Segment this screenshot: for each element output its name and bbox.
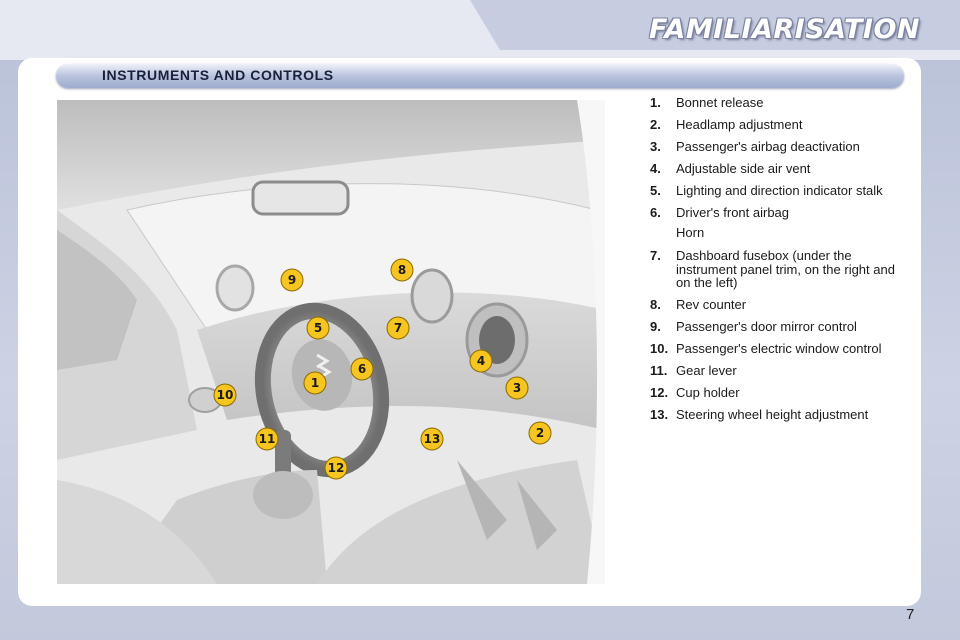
legend-item-number: 9. [650,319,661,334]
header-tab-shape [0,0,960,60]
callout-badge-6: 6 [350,357,374,381]
legend-item-text: Cup holder [676,385,740,400]
callout-badge-number: 12 [328,461,345,475]
legend-item-number: 2. [650,117,661,132]
callout-badge-1: 1 [303,371,327,395]
callout-badge-circle [528,421,552,445]
legend-list: 1. Bonnet release 2. Headlamp adjustment 3. P… [650,96,910,430]
legend-item-text: Passenger's airbag deactivation [676,139,860,154]
legend-item-text: Passenger's door mirror control [676,319,857,334]
callout-badge-5: 5 [306,316,330,340]
callout-badge-number: 13 [424,432,441,446]
legend-item: 3. Passenger's airbag deactivation [650,140,910,154]
legend-item: 5. Lighting and direction indicator stalk [650,184,910,198]
page-number: 7 [906,606,915,623]
callout-badge-11: 11 [255,427,279,451]
callout-badge-circle [469,349,493,373]
legend-item: 13. Steering wheel height adjustment [650,408,910,422]
callout-badge-number: 1 [311,376,319,390]
callout-badge-circle [505,376,529,400]
legend-item-number: 6. [650,205,661,220]
legend-item-number: 7. [650,248,661,263]
legend-item-text: Steering wheel height adjustment [676,407,869,422]
legend-item-text: Adjustable side air vent [676,161,811,176]
callout-badge-8: 8 [390,258,414,282]
callout-badge-number: 11 [259,432,276,446]
callout-badge-number: 4 [477,354,485,368]
legend-item: 2. Headlamp adjustment [650,118,910,132]
callout-badge-circle [213,383,237,407]
legend-item: 4. Adjustable side air vent [650,162,910,176]
legend-item-text: Gear lever [676,363,737,378]
callout-badge-circle [306,316,330,340]
callout-badge-7: 7 [386,316,410,340]
callout-badge-10: 10 [213,383,237,407]
legend-item-text: Driver's front airbag [676,205,790,220]
legend-item-text: Headlamp adjustment [676,117,803,132]
callout-badge-circle [420,427,444,451]
callout-badge-circle [280,268,304,292]
legend-item-text: Rev counter [676,297,747,312]
legend-item: 9. Passenger's door mirror control [650,320,910,334]
legend-item-number: 1. [650,95,661,110]
legend-item-text: Dashboard fusebox (under the instrument … [676,248,895,290]
legend-item: 11. Gear lever [650,364,910,378]
callout-badge-number: 2 [536,426,544,440]
callout-badge-number: 5 [314,321,322,335]
callout-badge-circle [303,371,327,395]
callout-badge-3: 3 [505,376,529,400]
legend-item-text: Passenger's electric window control [676,341,882,356]
callout-badge-13: 13 [420,427,444,451]
legend-item-subtext: Horn [676,225,705,240]
callout-badge-9: 9 [280,268,304,292]
legend-item-number: 8. [650,297,661,312]
callout-badge-number: 8 [398,263,406,277]
callout-badge-number: 9 [288,273,296,287]
callout-badge-number: 7 [394,321,402,335]
callout-badge-circle [390,258,414,282]
callout-badge-4: 4 [469,349,493,373]
legend-item-number: 4. [650,161,661,176]
legend-item-number: 13. [650,407,669,422]
callout-badge-number: 6 [358,362,366,376]
legend-item: 7. Dashboard fusebox (under the instrumen… [650,249,910,290]
legend-item-text: Lighting and direction indicator stalk [676,183,883,198]
legend-item-number: 3. [650,139,661,154]
callout-badge-circle [255,427,279,451]
callout-badge-number: 10 [217,388,234,402]
section-bar [56,64,904,88]
page-header-title: FAMILIARISATION [648,14,920,45]
callout-badge-12: 12 [324,456,348,480]
legend-item: 1. Bonnet release [650,96,910,110]
legend-item-number: 10. [650,341,669,356]
legend-item: 8. Rev counter [650,298,910,312]
callout-badge-circle [350,357,374,381]
legend-item-number: 12. [650,385,669,400]
car-interior-drawing [57,100,605,584]
callout-badge-circle [324,456,348,480]
callout-badge-number: 3 [513,381,521,395]
section-title: INSTRUMENTS AND CONTROLS [102,67,334,83]
legend-item-text: Bonnet release [676,95,764,110]
legend-item: 12. Cup holder [650,386,910,400]
legend-item-number: 11. [650,363,668,378]
legend-item: 6. Driver's front airbag [650,206,910,220]
legend-item: 10. Passenger's electric window control [650,342,910,356]
callout-badge-2: 2 [528,421,552,445]
callout-badge-circle [386,316,410,340]
legend-item-number: 5. [650,183,661,198]
